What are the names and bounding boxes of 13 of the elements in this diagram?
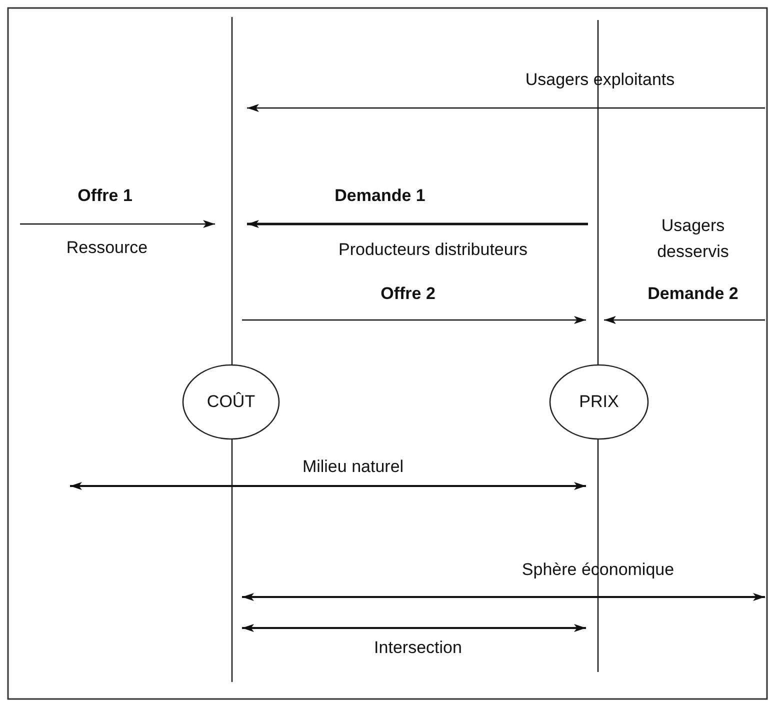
- arrow-label: Demande 1: [334, 185, 426, 207]
- ellipse-node: [182, 364, 280, 440]
- arrow-label: Usagers desservis: [656, 215, 730, 263]
- arrow-label: Ressource: [66, 237, 148, 259]
- node-label: COÛT: [206, 392, 256, 412]
- arrow-label: Offre 2: [380, 283, 436, 305]
- arrow-label: Demande 2: [648, 283, 738, 305]
- arrow-label: Producteurs distributeurs: [338, 239, 528, 261]
- ellipse-node: [549, 364, 649, 440]
- arrow-label: Offre 1: [78, 185, 132, 207]
- node-label: PRIX: [579, 392, 619, 412]
- arrow-label: Intersection: [374, 637, 462, 659]
- arrow-label: Milieu naturel: [302, 456, 404, 478]
